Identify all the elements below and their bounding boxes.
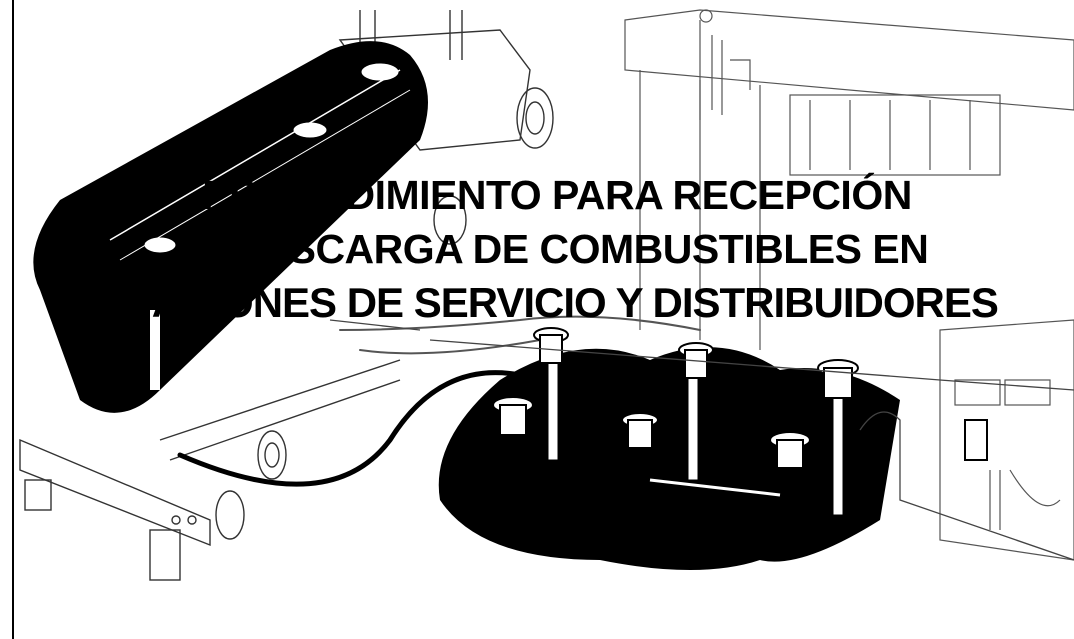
tanker-chassis [19,359,401,581]
cover-title-line-1: PROCEDIMIENTO PARA RECEPCIÓN [202,172,912,218]
tanker-body [33,41,428,413]
cover-title-line-2: Y DESCARGA DE COMBUSTIBLES EN [195,226,929,272]
fill-risers [492,327,859,469]
unloading-hose [177,315,701,487]
forecourt-slab [329,319,1074,561]
service-station-building [624,9,1074,561]
cover-title-line-3: ESTACIONES DE SERVICIO Y DISTRIBUIDORES [76,279,999,326]
cover-title: PROCEDIMIENTO PARA RECEPCIÓN Y DESCARGA … [0,168,1074,330]
